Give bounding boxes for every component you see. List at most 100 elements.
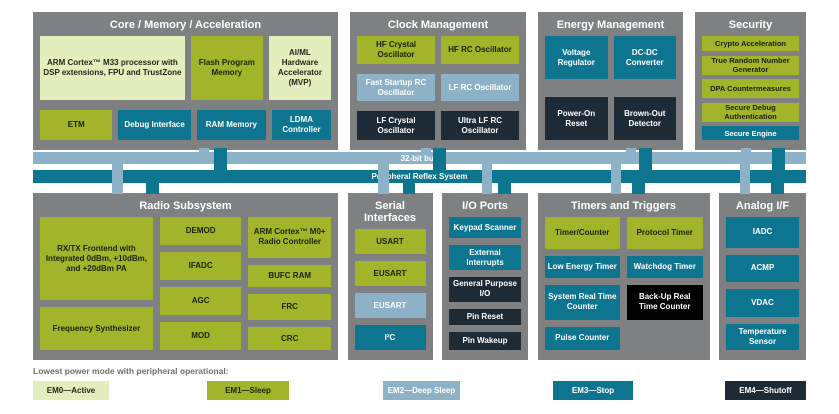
- bus-connector: [498, 182, 511, 194]
- block-hf-rc-oscillator: HF RC Oscillator: [441, 36, 519, 64]
- block-power-on-reset: Power-On Reset: [545, 97, 608, 140]
- block-system-real-time-counter: System Real Time Counter: [544, 285, 620, 320]
- section-title-serial-interfaces: Serial Interfaces: [364, 200, 416, 224]
- block-mod: MOD: [159, 322, 242, 350]
- block-vdac: VDAC: [726, 289, 799, 317]
- bus-peripheral-reflex-system: Peripheral Reflex System: [33, 170, 806, 183]
- block-agc: AGC: [159, 287, 242, 315]
- block-acmp: ACMP: [726, 254, 799, 283]
- section-content: ARM Cortex™ M33 processor with DSP exten…: [40, 36, 332, 140]
- block-demod: DEMOD: [159, 217, 242, 245]
- block-pin-reset: Pin Reset: [449, 308, 521, 325]
- section-row: Secure Debug Authentication: [702, 102, 799, 122]
- bus-32bit-label: 32-bit bus: [400, 153, 439, 163]
- block-ai-ml-hardware-accelerator-mvp: AI/ML Hardware Accelerator (MVP): [268, 36, 332, 100]
- block-arm-cortex-m33-processor-with-dsp-extensions-fpu-and-trustzone: ARM Cortex™ M33 processor with DSP exten…: [40, 36, 185, 100]
- section-column: DEMOD IFADC AGC MOD: [159, 217, 242, 350]
- legend-item-em3-stop: EM3—Stop: [553, 381, 633, 400]
- block-ifadc: IFADC: [159, 252, 242, 280]
- block-secure-debug-authentication: Secure Debug Authentication: [702, 102, 799, 122]
- block-iadc: IADC: [726, 217, 799, 248]
- block-low-energy-timer: Low Energy Timer: [544, 255, 620, 279]
- section-title-io-ports: I/O Ports: [462, 200, 508, 212]
- bus-connector: [482, 163, 492, 194]
- block-etm: ETM: [40, 110, 113, 140]
- block-external-interrupts: External Interrupts: [449, 245, 521, 270]
- legend-item-em0-active: EM0—Active: [33, 381, 109, 400]
- section-content: RX/TX Frontend with Integrated 0dBm, +10…: [40, 217, 331, 351]
- block-pin-wakeup: Pin Wakeup: [449, 331, 521, 350]
- block-frc: FRC: [248, 294, 331, 321]
- section-title-core-memory-acceleration: Core / Memory / Acceleration: [109, 19, 262, 31]
- bus-connector: [421, 148, 431, 154]
- bus-connector: [403, 182, 415, 194]
- block-voltage-regulator: Voltage Regulator: [545, 36, 608, 79]
- legend-heading: Lowest power mode with peripheral operat…: [33, 366, 229, 376]
- block-crc: CRC: [248, 327, 331, 351]
- block-dpa-countermeasures: DPA Countermeasures: [702, 79, 799, 98]
- bus-connector: [741, 148, 751, 154]
- block-secure-engine: Secure Engine: [702, 126, 799, 140]
- section-title-radio-subsystem: Radio Subsystem: [139, 200, 232, 212]
- block-usart: USART: [354, 229, 426, 254]
- bus-connector: [378, 163, 389, 194]
- block-dc-dc-converter: DC-DC Converter: [613, 36, 676, 79]
- section-row: DPA Countermeasures: [702, 79, 799, 98]
- block-bufc-ram: BUFC RAM: [248, 264, 331, 288]
- bus-connector: [611, 163, 621, 194]
- bus-connector: [740, 163, 750, 194]
- block-watchdog-timer: Watchdog Timer: [627, 255, 703, 279]
- block-crypto-acceleration: Crypto Acceleration: [702, 36, 799, 51]
- section-row: True Random Number Generator: [702, 55, 799, 75]
- block-i-c: I²C: [354, 325, 426, 350]
- block-keypad-scanner: Keypad Scanner: [449, 217, 521, 239]
- section-row: Secure Engine: [702, 126, 799, 140]
- block-ram-memory: RAM Memory: [196, 110, 266, 140]
- block-pulse-counter: Pulse Counter: [544, 326, 620, 350]
- block-hf-crystal-oscillator: HF Crystal Oscillator: [357, 36, 435, 64]
- block-flash-program-memory: Flash Program Memory: [190, 36, 263, 100]
- block-debug-interface: Debug Interface: [118, 110, 191, 140]
- block-lf-crystal-oscillator: LF Crystal Oscillator: [357, 111, 435, 140]
- bus-connector: [771, 182, 784, 194]
- legend-item-em2-deep-sleep: EM2—Deep Sleep: [383, 381, 460, 400]
- block-general-purpose-i-o: General Purpose I/O: [449, 276, 521, 302]
- block-eusart: EUSART: [354, 261, 426, 286]
- section-column: RX/TX Frontend with Integrated 0dBm, +10…: [40, 217, 153, 350]
- bus-prs-label: Peripheral Reflex System: [371, 172, 468, 181]
- block-ldma-controller: LDMA Controller: [271, 110, 332, 140]
- bus-connector: [146, 182, 159, 194]
- block-ultra-lf-rc-oscillator: Ultra LF RC Oscillator: [441, 111, 519, 140]
- bus-connector: [214, 148, 227, 172]
- block-brown-out-detector: Brown-Out Detector: [613, 97, 676, 140]
- section-row: ARM Cortex™ M33 processor with DSP exten…: [40, 36, 332, 100]
- bus-connector: [772, 148, 785, 172]
- section-column: IADC ACMP VDAC Temperature Sensor: [726, 217, 799, 350]
- bus-connector: [112, 163, 123, 194]
- bus-connector: [199, 148, 209, 154]
- block-back-up-real-time-counter: Back-Up Real Time Counter: [627, 285, 703, 320]
- block-temperature-sensor: Temperature Sensor: [726, 323, 799, 350]
